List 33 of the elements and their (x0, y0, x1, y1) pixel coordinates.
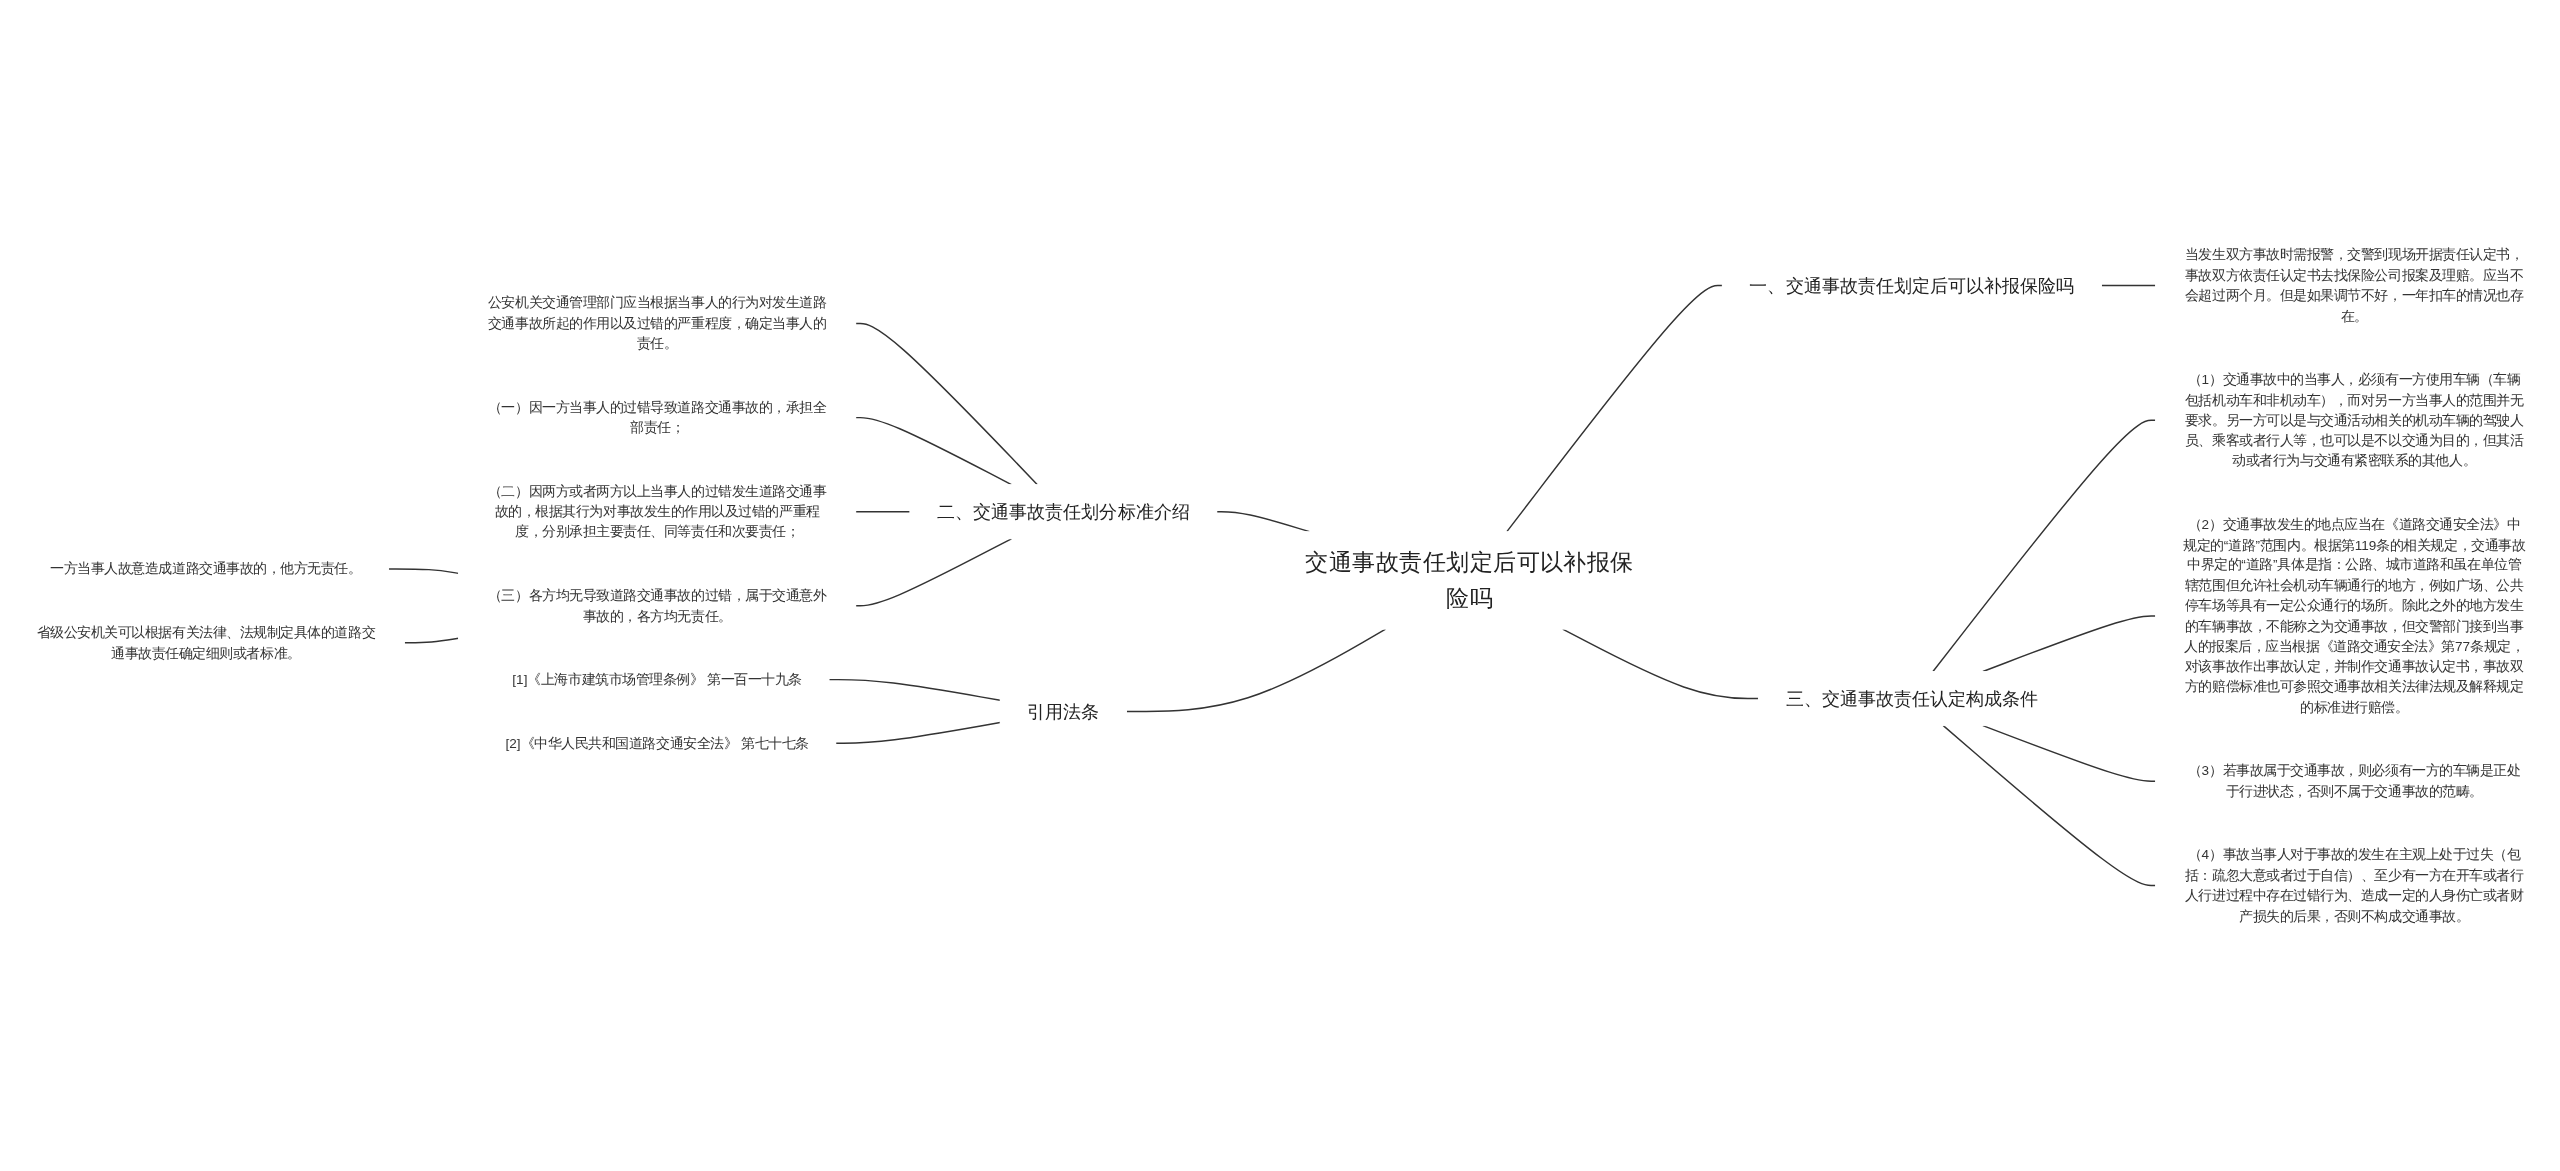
node-text: 省级公安机关可以根据有关法律、法规制定具体的道路交通事故责任确定细则或者标准。 (36, 624, 376, 660)
connector (828, 678, 1001, 701)
node-text: （三）各方均无导致道路交通事故的过错，属于交通意外事故的，各方均无责任。 (487, 587, 827, 623)
connector (1125, 628, 1387, 713)
node-text: （一）因一方当事人的过错导致道路交通事故的，承担全部责任； (487, 399, 827, 435)
node-text: （3）若事故属于交通事故，则必须有一方的车辆是正处于行进状态，否则不属于交通事故的范畴。 (2187, 762, 2521, 799)
connector (1942, 724, 2157, 887)
node-text: [2]《中华人民共和国道路交通安全法》 第七十七条 (505, 734, 809, 751)
connector (387, 568, 460, 575)
node-text: （4）事故当事人对于事故的发生在主观上处于过失（包括：疏忽大意或者过于自信）、至少有一方在开车或者行人行进过程中存在过错行为、造成一定的人身伤亡或者财产损失的后果，否则不构成交通事故。 (2184, 846, 2524, 923)
connector (1982, 724, 2157, 782)
node-text: 引用法条 (1027, 701, 1100, 722)
connector (2100, 284, 2157, 287)
node-text: 二、交通事故责任划分标准介绍 (936, 501, 1190, 522)
node-text: 一方当事人故意造成道路交通事故的，他方无责任。 (50, 560, 362, 576)
connector (835, 721, 1001, 744)
node-text: （2）交通事故发生的地点应当在《道路交通安全法》中规定的“道路”范围内。根据第119条的相关规定，交通事故中界定的“道路”具体是指：公路、城市道路和虽在单位管辖范围但允许社会机动车辆通行的地方，例如广场、公共停车场等具有一定公众通行的场所。除此之外的地方发生的车辆事故，不能称之为交通事故，但交警部门接到当事人的报案后，应当根据《道路交通安全法》第77条规定，对该事故作出事故认定，并制作交通事故认定书，事故双方的赔偿标准也可参照交通事故相关法律法规及解释规定的标准进行赔偿。 (2183, 516, 2526, 715)
node-text: 交通事故责任划定后可以补报保险吗 (1305, 548, 1634, 612)
connector (855, 511, 911, 513)
node-text: 三、交通事故责任认定构成条件 (1785, 688, 2039, 709)
node-text: 当发生双方事故时需报警，交警到现场开据责任认定书，事故双方依责任认定书去找保险公司报案及理赔。应当不会超过两个月。但是如果调节不好，一年扣车的情况也存在。 (2184, 246, 2524, 324)
node-text: （二）因两方或者两方以上当事人的过错发生道路交通事故的，根据其行为对事故发生的作用以及过错的严重程度，分别承担主要责任、同等责任和次要责任； (487, 483, 827, 540)
connector (1982, 615, 2157, 673)
connector (855, 538, 1013, 607)
node-text: 一、交通事故责任划定后可以补报保险吗 (1749, 275, 2075, 296)
connector (855, 416, 1013, 486)
node-text: [1]《上海市建筑市场管理条例》 第一百一十九条 (512, 671, 802, 687)
node-text: （1）交通事故中的当事人，必须有一方使用车辆（车辆包括机动车和非机动车），而对另一方当事人的范围并无要求。另一方可以是与交通活动相关的机动车辆的驾驶人员、乘客或者行人等，也可以是不以交通为目的，但其活动或者行为与交通有紧密联系的其他人。 (2184, 371, 2524, 468)
connector (403, 637, 460, 644)
connector (1506, 284, 1724, 533)
connector (1932, 419, 2157, 673)
node-text: 公安机关交通管理部门应当根据当事人的行为对发生道路交通事故所起的作用以及过错的严重程度，确定当事人的责任。 (487, 294, 827, 351)
connector (855, 322, 1039, 486)
